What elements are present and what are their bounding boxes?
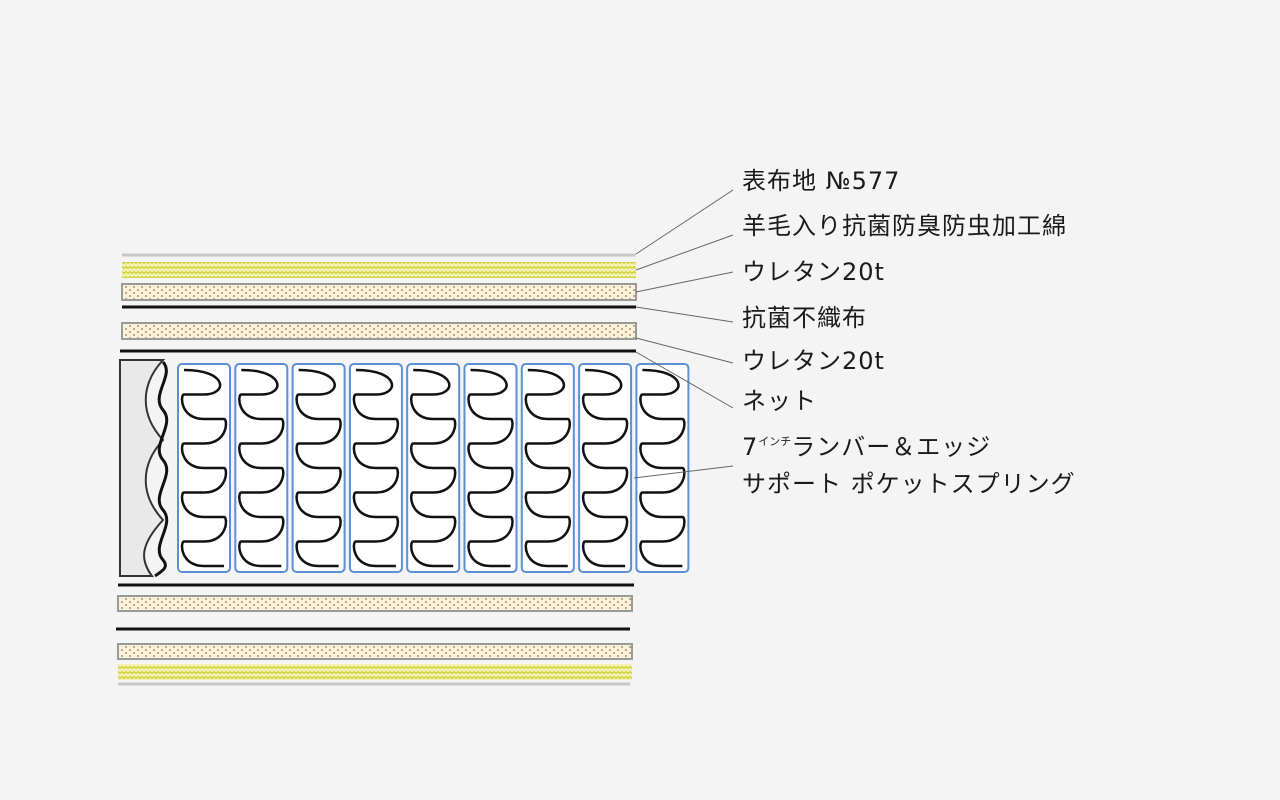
- urethane-top-1: [121, 283, 637, 301]
- leader-cover: [635, 189, 734, 255]
- spring-coil: [467, 368, 514, 568]
- label-spring-type: ランバー＆エッジ: [791, 433, 992, 461]
- leader-spring: [633, 465, 734, 479]
- pocket-spring: [463, 363, 518, 573]
- spring-coil: [180, 368, 228, 568]
- pocket-spring: [635, 363, 690, 573]
- leader-wool: [635, 234, 734, 271]
- leader-net: [635, 351, 734, 409]
- label-urethane-2: ウレタン20t: [742, 347, 885, 375]
- urethane-bottom-2: [117, 643, 633, 660]
- leader-nonwoven: [635, 306, 734, 323]
- pocket-spring: [348, 363, 403, 573]
- spring-coil: [352, 368, 400, 568]
- urethane-bottom-1: [117, 595, 633, 612]
- pocket-spring: [234, 363, 289, 573]
- edge-support-wave: [154, 360, 169, 578]
- label-spring-size: 7: [742, 433, 759, 461]
- pocket-springs: [177, 363, 690, 573]
- spring-coil: [639, 368, 686, 568]
- wool-batting-top: [122, 262, 636, 278]
- label-nonwoven: 抗菌不織布: [742, 304, 867, 332]
- pocket-spring: [177, 363, 231, 573]
- label-cover-fabric: 表布地 №577: [742, 167, 901, 195]
- spring-coil: [238, 368, 285, 568]
- leader-urethane1: [635, 271, 734, 293]
- edge-support: [119, 359, 166, 577]
- label-urethane-1: ウレタン20t: [742, 258, 885, 286]
- label-net: ネット: [742, 387, 817, 415]
- wool-batting-bottom: [118, 664, 632, 680]
- pocket-spring: [520, 363, 575, 573]
- spring-coil: [581, 368, 629, 568]
- urethane-top-2: [121, 322, 637, 340]
- pocket-spring: [291, 363, 346, 573]
- spring-coil: [295, 368, 342, 568]
- label-wool-batting: 羊毛入り抗菌防臭防虫加工綿: [742, 212, 1067, 240]
- leader-urethane2: [635, 337, 734, 364]
- spring-coil: [410, 368, 457, 568]
- label-spring-line1: 7インチランバー＆エッジ: [742, 427, 991, 462]
- label-spring-unit: インチ: [758, 435, 792, 448]
- leader-lines: [633, 189, 734, 479]
- pocket-spring: [578, 363, 633, 573]
- pocket-spring: [406, 363, 461, 573]
- spring-coil: [524, 368, 571, 568]
- label-spring-line2: サポート ポケットスプリング: [742, 470, 1076, 498]
